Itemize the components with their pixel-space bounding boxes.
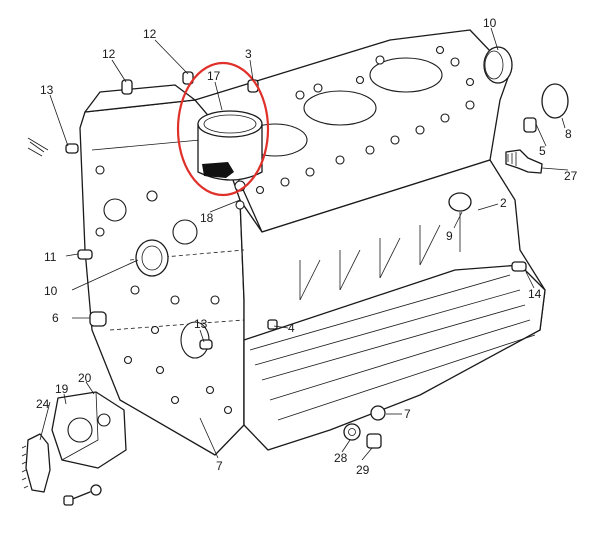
label-13-lower: 13 [194, 317, 208, 331]
label-28: 28 [334, 451, 348, 465]
label-18: 18 [200, 211, 214, 225]
label-24: 24 [36, 397, 50, 411]
highlight-circle [176, 61, 270, 197]
part-plug-5 [523, 117, 537, 133]
label-11: 11 [44, 250, 57, 264]
label-12-left: 12 [102, 47, 116, 61]
part-plug-9 [448, 192, 472, 212]
label-3: 3 [245, 47, 252, 61]
label-6: 6 [52, 311, 59, 325]
part-plug-29 [366, 433, 382, 449]
part-sensor-27 [505, 149, 543, 174]
part-gear-pump-assembly [21, 391, 127, 506]
label-7-right: 7 [404, 407, 411, 421]
label-27: 27 [564, 169, 578, 183]
label-10-lower: 10 [44, 284, 58, 298]
part-dowel-14 [511, 261, 527, 272]
label-14: 14 [528, 287, 542, 301]
part-bushing-6 [89, 311, 107, 327]
part-plug-10-upper [483, 46, 513, 84]
part-4 [267, 319, 278, 330]
part-dowel-13 [65, 143, 213, 350]
part-washer-28 [343, 423, 361, 441]
part-pin-11 [77, 249, 93, 260]
label-8: 8 [565, 127, 572, 141]
leader-lines [39, 27, 569, 461]
part-seal-10-lower [135, 239, 169, 277]
label-7-left: 7 [216, 459, 223, 473]
label-5: 5 [539, 144, 546, 158]
label-19: 19 [55, 382, 69, 396]
label-20: 20 [78, 371, 92, 385]
part-dowel-12 [121, 71, 194, 95]
part-plug-8 [541, 83, 569, 119]
part-cylinder-sleeve-17 [197, 110, 263, 210]
label-13-upper: 13 [40, 83, 54, 97]
part-plug-7 [370, 405, 386, 421]
label-10-upper: 10 [483, 16, 497, 30]
cylinder-bores [242, 57, 443, 157]
part-stud-left [27, 137, 49, 157]
label-4: 4 [288, 321, 295, 335]
label-9: 9 [446, 229, 453, 243]
label-29: 29 [356, 463, 370, 477]
label-12-top: 12 [143, 27, 157, 41]
part-labels: 10 12 12 3 17 13 8 5 27 18 2 9 11 10 14 … [36, 16, 578, 477]
label-17: 17 [207, 69, 221, 83]
label-2: 2 [500, 196, 507, 210]
